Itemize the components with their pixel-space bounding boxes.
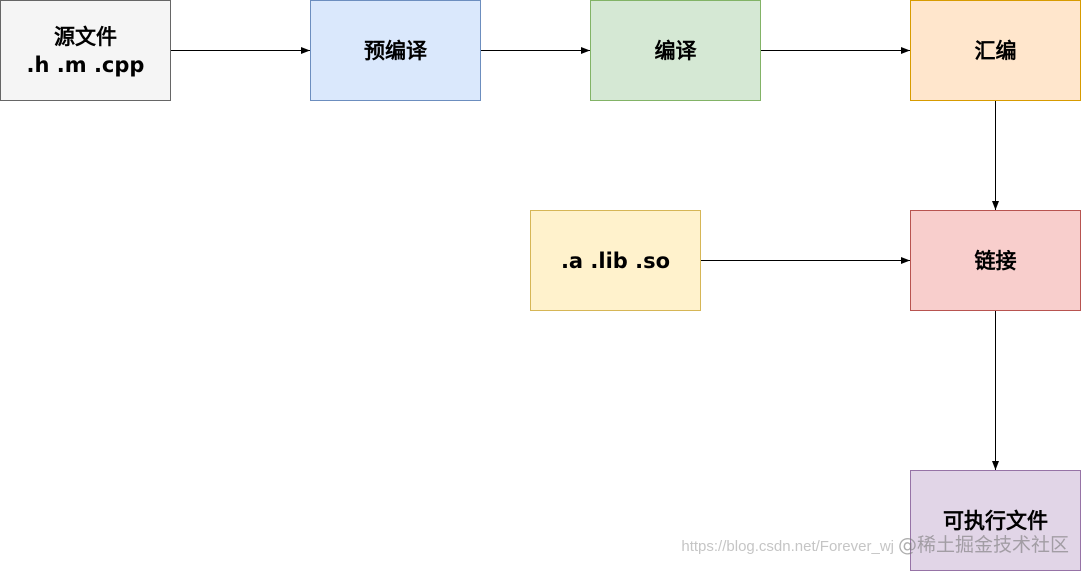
node-link: 链接 bbox=[910, 210, 1081, 311]
node-libraries-label: .a .lib .so bbox=[560, 248, 671, 273]
node-source-files-extensions: .h .m .cpp bbox=[26, 52, 145, 77]
node-executable: 可执行文件 bbox=[910, 470, 1081, 571]
node-executable-label: 可执行文件 bbox=[943, 508, 1048, 533]
node-assemble-label: 汇编 bbox=[974, 38, 1017, 63]
node-compile: 编译 bbox=[590, 0, 761, 101]
node-link-label: 链接 bbox=[974, 248, 1017, 273]
node-assemble: 汇编 bbox=[910, 0, 1081, 101]
node-libraries: .a .lib .so bbox=[530, 210, 701, 311]
node-compile-label: 编译 bbox=[654, 38, 697, 63]
node-source-files-title: 源文件 bbox=[54, 24, 117, 49]
node-source-files: 源文件 .h .m .cpp bbox=[0, 0, 171, 101]
node-precompile-label: 预编译 bbox=[364, 38, 427, 63]
node-precompile: 预编译 bbox=[310, 0, 481, 101]
